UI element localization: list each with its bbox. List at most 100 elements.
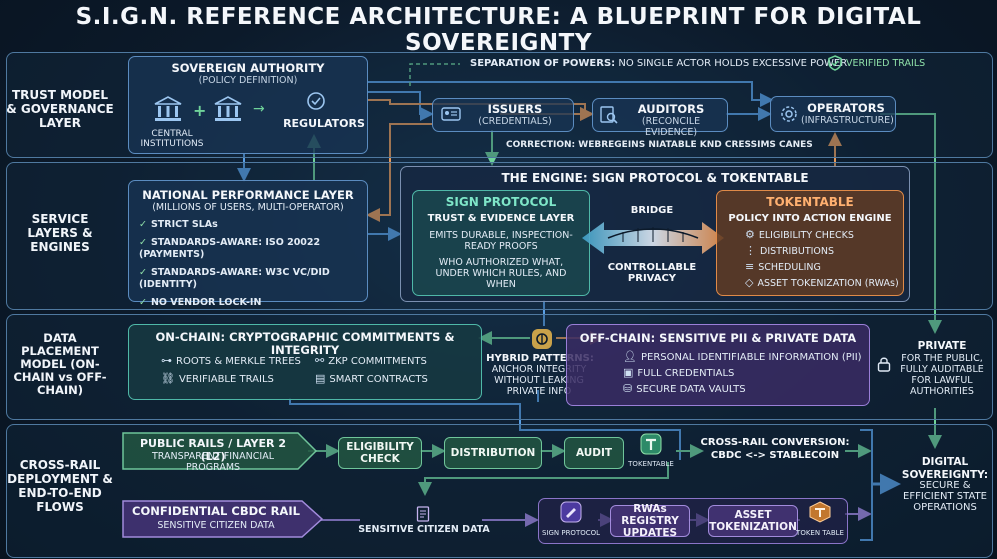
issuers-box: ISSUERS (CREDENTIALS) <box>432 98 574 132</box>
private-text: FOR THE PUBLIC, FULLY AUDITABLE FOR LAWF… <box>900 353 984 397</box>
national-item: ✓STANDARDS-AWARE: ISO 20022 (PAYMENTS) <box>139 237 367 261</box>
tokentable-item: ⚙ELIGIBILITY CHECKS <box>745 229 903 242</box>
national-items: ✓STRICT SLAs ✓STANDARDS-AWARE: ISO 20022… <box>139 219 367 309</box>
onchain-item: ⚯ZKP COMMITMENTS <box>315 355 427 368</box>
sign-protocol-logo-icon <box>560 501 582 527</box>
cbdc-subtitle: SENSITIVE CITIZEN DATA <box>157 520 275 531</box>
tokentable-small-label: TOKENTABLE <box>628 460 674 468</box>
onchain-item-text: ROOTS & MERKLE TREES <box>176 356 301 367</box>
tokentable-subtitle: POLICY INTO ACTION ENGINE <box>728 213 892 224</box>
national-item-text: STANDARDS-AWARE: W3C VC/DID (IDENTITY) <box>139 267 330 290</box>
offchain-item-text: SECURE DATA VAULTS <box>636 384 746 395</box>
private-title: PRIVATE <box>917 340 967 352</box>
offchain-item-text: FULL CREDENTIALS <box>637 368 735 379</box>
national-item-text: STRICT SLAs <box>150 219 218 230</box>
national-title: NATIONAL PERFORMANCE LAYER <box>142 188 354 202</box>
layer-label-data: DATA PLACEMENT MODEL (ON-CHAIN vs OFF-CH… <box>13 331 107 397</box>
document-search-icon <box>599 106 619 128</box>
check-icon: ✓ <box>139 219 147 230</box>
tokentable-item-text: ELIGIBILITY CHECKS <box>758 230 854 241</box>
layer-label-trust: TRUST MODEL & GOVERNANCE LAYER <box>6 88 114 130</box>
sensitive-citizen-label: SENSITIVE CITIZEN DATA <box>358 524 490 535</box>
operators-box: OPERATORS (INFRASTRUCTURE) <box>770 96 896 132</box>
onchain-item-text: VERIFIABLE TRAILS <box>178 374 274 385</box>
database-icon: ⛁ <box>623 382 633 395</box>
controllable-privacy-label: CONTROLLABLE PRIVACY <box>607 262 697 284</box>
institution-icon <box>213 95 243 127</box>
sign-title: SIGN PROTOCOL <box>445 195 557 209</box>
national-item-text: STANDARDS-AWARE: ISO 20022 (PAYMENTS) <box>139 237 321 260</box>
credential-icon: ▣ <box>623 366 634 379</box>
list-icon: ≡ <box>745 260 755 273</box>
sovereign-subtitle: (POLICY DEFINITION) <box>198 75 298 86</box>
lock-icon <box>877 356 891 376</box>
onchain-title: ON-CHAIN: CRYPTOGRAPHIC COMMITMENTS & IN… <box>155 330 455 357</box>
national-item: ✓NO VENDOR LOCK-IN <box>139 297 367 309</box>
offchain-item: ▣FULL CREDENTIALS <box>623 367 869 380</box>
national-performance-box: NATIONAL PERFORMANCE LAYER (MILLIONS OF … <box>128 180 368 308</box>
public-rails-subtitle: TRANSPARENT FINANCIAL PROGRAMS <box>151 451 274 473</box>
engine-title: THE ENGINE: SIGN PROTOCOL & TOKENTABLE <box>501 171 809 185</box>
conversion-text: CBDC <-> STABLECOIN <box>710 450 840 461</box>
contract-icon: ▤ <box>315 372 326 385</box>
check-icon: ✓ <box>139 267 147 278</box>
sovereignty-title: DIGITAL SOVEREIGNTY: <box>901 456 989 481</box>
sign-line1: EMITS DURABLE, INSPECTION-READY PROOFS <box>429 230 573 252</box>
onchain-item: ⛓VERIFIABLE TRAILS <box>161 373 274 386</box>
offchain-item-text: PERSONAL IDENTIFIABLE INFORMATION (PII) <box>640 352 862 363</box>
tokentable-item: ⋮DISTRIBUTIONS <box>745 245 903 258</box>
person-icon: 👤︎ <box>623 350 637 363</box>
tokentable-item: ≡SCHEDULING <box>745 261 903 274</box>
onchain-box: ON-CHAIN: CRYPTOGRAPHIC COMMITMENTS & IN… <box>128 324 482 400</box>
bridge-arrow-icon <box>578 216 728 260</box>
tokentable-title: TOKENTABLE <box>766 195 854 209</box>
layer-label-crossrail: CROSS-RAIL DEPLOYMENT & END-TO-END FLOWS <box>7 458 113 514</box>
tokentable-items: ⚙ELIGIBILITY CHECKS ⋮DISTRIBUTIONS ≡SCHE… <box>745 229 903 290</box>
central-institutions-label: CENTRAL INSTITUTIONS <box>140 129 204 149</box>
distribution-step: DISTRIBUTION <box>444 437 542 469</box>
layer-label-service: SERVICE LAYERS & ENGINES <box>27 212 93 254</box>
sign-protocol-small-label: SIGN PROTOCOL <box>541 529 601 537</box>
national-subtitle: (MILLIONS OF USERS, MULTI-OPERATOR) <box>152 202 344 213</box>
verified-trails-label: VERIFIED TRAILS <box>846 58 926 69</box>
tokentable-item-text: SCHEDULING <box>758 262 821 273</box>
tokentable-item-text: ASSET TOKENIZATION (RWAs) <box>757 278 899 289</box>
sign-line2: WHO AUTHORIZED WHAT, UNDER WHICH RULES, … <box>435 257 567 290</box>
sovereignty-text: SECURE & EFFICIENT STATE OPERATIONS <box>903 480 987 513</box>
sovereign-authority-box: SOVEREIGN AUTHORITY (POLICY DEFINITION) … <box>128 56 368 154</box>
bridge-label: BRIDGE <box>630 205 674 216</box>
eligibility-check-step: ELIGIBILITY CHECK <box>338 437 422 469</box>
sign-protocol-box: SIGN PROTOCOL TRUST & EVIDENCE LAYER EMI… <box>412 190 590 296</box>
bank-icon <box>153 95 183 127</box>
asset-tokenization-step: ASSET TOKENIZATION <box>708 505 798 537</box>
hybrid-title: HYBRID PATTERNS: <box>486 353 594 364</box>
zkp-icon: ⚯ <box>315 354 325 367</box>
conversion-title: CROSS-RAIL CONVERSION: <box>700 437 850 448</box>
plus-icon: + <box>193 101 207 120</box>
audit-step: AUDIT <box>564 437 624 469</box>
onchain-item-text: ZKP COMMITMENTS <box>328 356 427 367</box>
cbdc-title: CONFIDENTIAL CBDC RAIL <box>132 504 300 518</box>
tokentable-item: ◇ASSET TOKENIZATION (RWAs) <box>745 277 903 290</box>
national-item-text: NO VENDOR LOCK-IN <box>150 297 262 308</box>
onchain-item-text: SMART CONTRACTS <box>329 374 428 385</box>
national-item: ✓STRICT SLAs <box>139 219 367 231</box>
offchain-items: 👤︎PERSONAL IDENTIFIABLE INFORMATION (PII… <box>623 351 869 396</box>
page-title: S.I.G.N. REFERENCE ARCHITECTURE: A BLUEP… <box>75 4 922 56</box>
document-icon <box>416 506 430 526</box>
auditors-box: AUDITORS (RECONCILE EVIDENCE) <box>592 98 728 138</box>
separation-text: NO SINGLE ACTOR HOLDS EXCESSIVE POWER <box>618 58 848 69</box>
operators-title: OPERATORS <box>807 101 885 115</box>
token-table-logo-icon <box>808 501 832 527</box>
sovereign-title: SOVEREIGN AUTHORITY <box>171 61 325 75</box>
hybrid-anchor-icon <box>531 328 553 354</box>
public-rails-box: PUBLIC RAILS / LAYER 2 (L2) TRANSPARENT … <box>122 432 318 473</box>
onchain-item: ⊶ROOTS & MERKLE TREES <box>161 355 301 368</box>
offchain-title: OFF-CHAIN: SENSITIVE PII & PRIVATE DATA <box>579 331 857 345</box>
separation-of-powers: SEPARATION OF POWERS: NO SINGLE ACTOR HO… <box>470 58 847 70</box>
operators-subtitle: (INFRASTRUCTURE) <box>801 115 894 126</box>
regulator-badge-icon <box>304 91 328 117</box>
check-icon: ✓ <box>139 237 147 248</box>
cbdc-rail-box: CONFIDENTIAL CBDC RAIL SENSITIVE CITIZEN… <box>122 500 324 538</box>
